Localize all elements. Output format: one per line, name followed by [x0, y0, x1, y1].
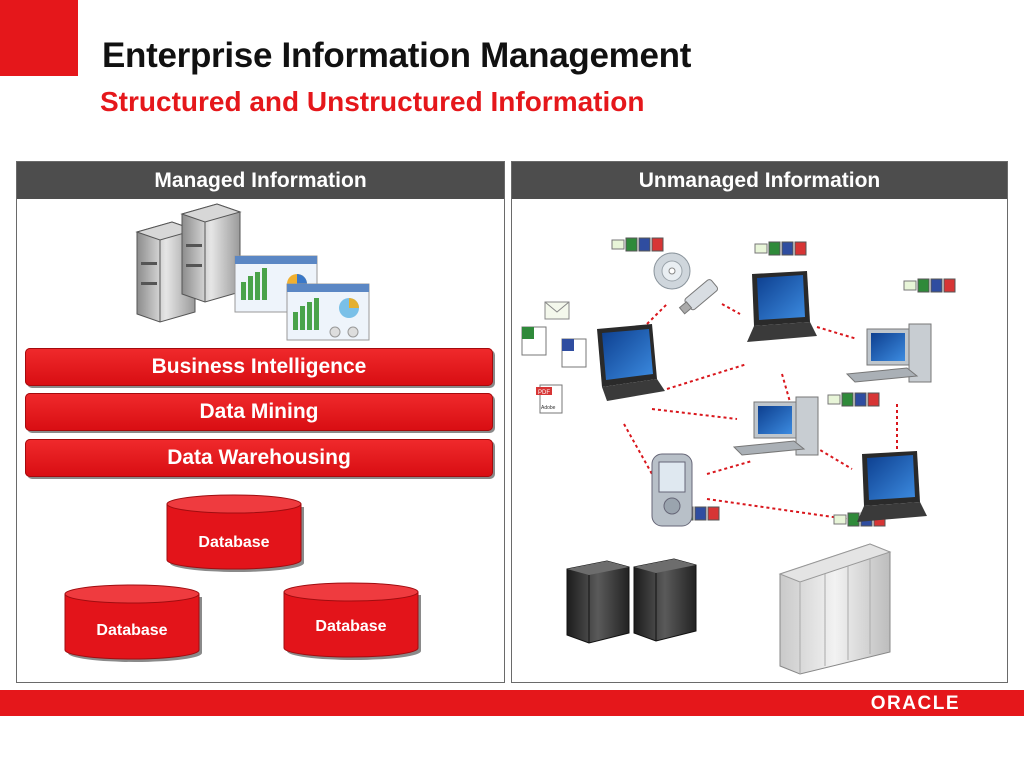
pdf-icon — [794, 241, 807, 256]
email-icon — [903, 280, 917, 291]
word-icon — [930, 278, 943, 293]
corner-accent — [0, 0, 78, 76]
server-icon — [135, 221, 197, 323]
unmanaged-information-panel: Unmanaged Information — [511, 161, 1008, 683]
document-icons-group — [903, 278, 956, 293]
pdf-icon — [943, 278, 956, 293]
document-icons-group — [754, 241, 807, 256]
cd-icon — [653, 252, 691, 290]
rack-server-icon — [778, 543, 892, 675]
word-icon — [854, 392, 867, 407]
database-label: Database — [96, 622, 168, 639]
pdf-icon: PDF Adobe — [536, 384, 563, 414]
database-cylinder: Database — [62, 582, 202, 662]
pdf-label: PDF — [538, 390, 550, 396]
slide-title: Enterprise Information Management — [102, 36, 692, 75]
database-icon — [64, 584, 202, 662]
data-warehousing-layer: Data Warehousing — [25, 439, 493, 477]
bi-servers-illustration — [135, 203, 370, 341]
usb-drive-icon — [678, 279, 719, 315]
business-intelligence-layer: Business Intelligence — [25, 348, 493, 386]
email-icon — [827, 394, 841, 405]
pdf-icon — [867, 392, 880, 407]
desktop-pc-icon — [845, 323, 932, 383]
document-icons-group — [827, 392, 880, 407]
email-icon — [611, 239, 625, 250]
desktop-pc-icon — [732, 396, 819, 456]
managed-information-panel: Managed Information — [16, 161, 505, 683]
database-cylinder: Database — [281, 580, 421, 660]
excel-icon — [847, 512, 860, 527]
dashboard-screenshot-icon — [286, 283, 370, 341]
oracle-logo: ORACLE — [870, 693, 960, 714]
laptop-icon — [597, 324, 665, 401]
database-cylinder: Database — [164, 492, 304, 572]
server-icon — [180, 203, 242, 303]
database-icon — [166, 494, 304, 572]
tower-server-icon — [633, 558, 697, 642]
document-icons-group — [611, 237, 664, 252]
pdf-sublabel: Adobe — [541, 405, 556, 411]
email-icon — [754, 243, 768, 254]
database-label: Database — [198, 534, 270, 551]
email-icon — [544, 301, 570, 320]
managed-information-header: Managed Information — [17, 162, 504, 199]
database-label: Database — [315, 618, 387, 635]
tower-server-icon — [566, 560, 630, 644]
pda-icon — [651, 453, 693, 527]
excel-icon — [625, 237, 638, 252]
word-icon — [781, 241, 794, 256]
database-icon — [283, 582, 421, 660]
laptop-icon — [857, 451, 927, 522]
excel-icon — [521, 326, 547, 356]
unmanaged-network-illustration: PDF Adobe — [521, 237, 956, 675]
excel-icon — [917, 278, 930, 293]
pdf-icon — [651, 237, 664, 252]
email-icon — [833, 514, 847, 525]
excel-icon — [841, 392, 854, 407]
word-icon — [694, 506, 707, 521]
word-icon — [638, 237, 651, 252]
unmanaged-information-header: Unmanaged Information — [512, 162, 1007, 199]
footer-bar — [0, 690, 1024, 716]
laptop-icon — [747, 271, 817, 342]
data-mining-layer: Data Mining — [25, 393, 493, 431]
word-icon — [561, 338, 587, 368]
excel-icon — [768, 241, 781, 256]
slide-subtitle: Structured and Unstructured Information — [100, 86, 645, 117]
pdf-icon — [707, 506, 720, 521]
